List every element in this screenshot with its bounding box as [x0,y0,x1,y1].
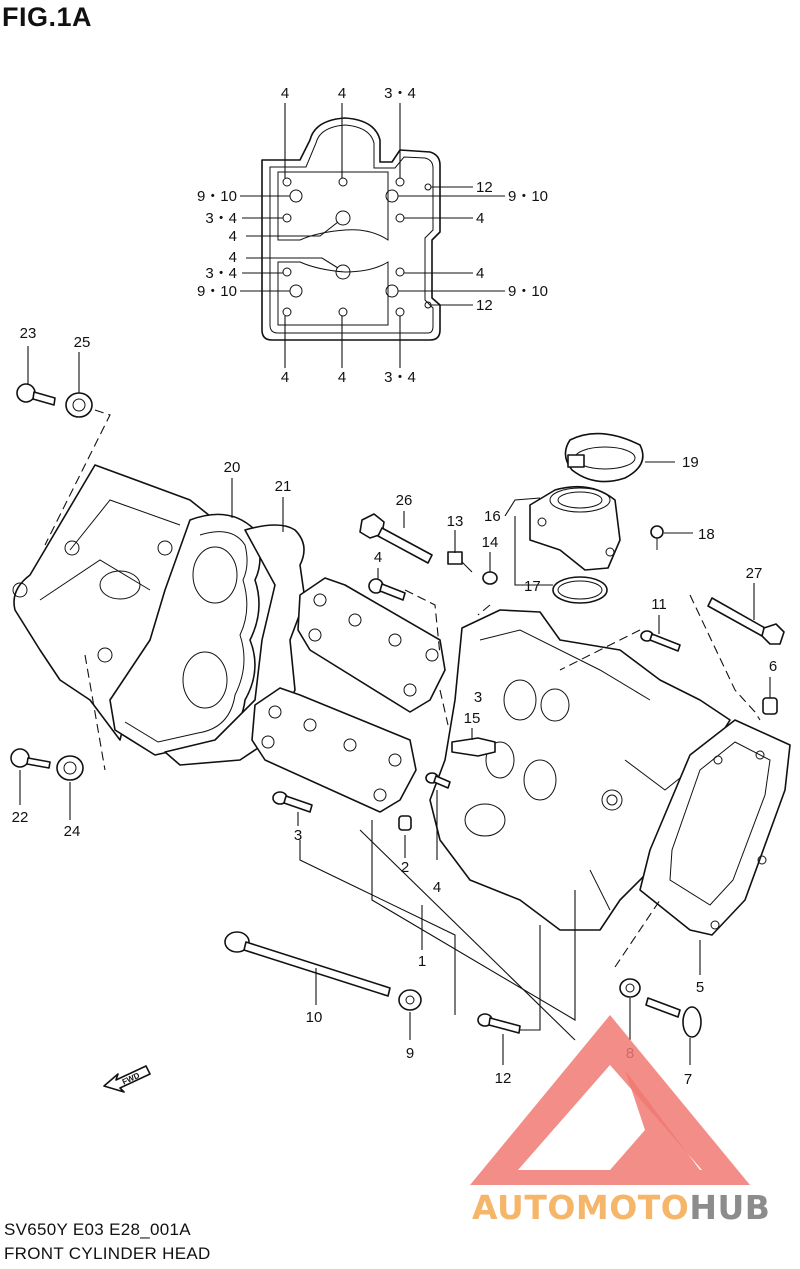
assembly-lines [44,409,761,968]
part-label-26: 26 [396,492,413,509]
washer-14 [482,571,498,585]
automotohub-logo [470,1015,750,1185]
part-label-4-upper: 4 [374,549,382,566]
dowel-6 [762,697,778,715]
camshaft-holder-lower [251,687,417,813]
caption-title: FRONT CYLINDER HEAD [4,1244,211,1263]
part-label-19: 19 [682,454,699,471]
part-label-25: 25 [74,334,91,351]
part-label-14: 14 [482,534,499,551]
washer-25 [65,392,93,418]
bolt-27 [707,597,785,645]
figure-title: FIG.1A [2,2,93,32]
bolt-4-lower [425,772,451,789]
part-label-10: 10 [306,1009,323,1026]
part-label-17: 17 [524,578,541,595]
seq-label-top-1: 4 [281,85,289,102]
seq-label-right-2: 9・10 [508,188,548,205]
part-label-24: 24 [64,823,81,840]
part-label-27: 27 [746,565,763,582]
figure-caption: SV650Y E03 E28_001A FRONT CYLINDER HEAD [4,1218,211,1266]
bolt-22 [10,748,51,769]
part-label-2: 2 [401,859,409,876]
part-label-11: 11 [651,596,667,613]
part-label-6: 6 [769,658,777,675]
wordmark-part2: HUB [689,1188,771,1227]
washer-9 [398,989,422,1011]
part-labels: 23 25 20 21 26 13 14 16 17 19 18 27 11 6… [12,325,778,1088]
intake-clamp [564,432,644,483]
part-label-4-lower: 4 [433,879,441,896]
bolt-7 [645,997,702,1038]
dowel-2 [398,815,412,831]
fwd-label: FWD [121,1071,142,1087]
part-label-3-upper: 3 [474,689,482,706]
part-label-9: 9 [406,1045,414,1062]
part-label-22: 22 [12,809,29,826]
seq-label-left-2: 3・4 [205,210,237,227]
o-ring [552,576,608,604]
part-label-5: 5 [696,979,704,996]
bolt-26 [359,513,433,564]
camshaft-holder-upper [297,577,446,713]
seq-label-left-6: 9・10 [197,283,237,300]
intake-pipe [529,485,621,571]
bolt-12 [477,1013,521,1034]
wordmark-part1: AUTOMOTO [472,1188,690,1227]
seq-label-left-4: 4 [229,249,237,266]
seq-label-bottom-3: 3・4 [384,369,416,386]
seq-label-top-3: 3・4 [384,85,416,102]
automotohub-wordmark: AUTOMOTOHUB [472,1188,770,1227]
part-label-20: 20 [224,459,241,476]
washer-8 [619,978,641,998]
bolt-11 [640,630,681,652]
seq-label-left-3: 4 [229,228,237,245]
part-label-15: 15 [464,710,481,727]
washer-24 [56,755,84,781]
caption-code: SV650Y E03 E28_001A [4,1220,191,1239]
seq-label-bottom-2: 4 [338,369,346,386]
screw-18 [650,525,664,550]
bolt-4-upper [368,578,406,601]
bolt-13 [447,551,473,573]
fwd-arrow-icon: FWD [103,1065,151,1093]
bolt-23 [16,383,56,406]
seq-label-right-5: 9・10 [508,283,548,300]
seq-label-right-3: 4 [476,210,484,227]
part-label-16: 16 [484,508,501,525]
leader-lines [19,346,771,1065]
seq-label-right-4: 4 [476,265,484,282]
seq-label-right-1: 12 [476,179,493,196]
seq-label-top-2: 4 [338,85,346,102]
part-label-18: 18 [698,526,715,543]
part-label-3-lower: 3 [294,827,302,844]
seq-label-left-1: 9・10 [197,188,237,205]
part-label-13: 13 [447,513,464,530]
tightening-sequence-diagram: 4 4 3・4 9・10 3・4 4 4 3・4 9・10 12 9・10 4 … [197,85,548,386]
bolt-10 [224,931,391,997]
seq-label-left-5: 3・4 [205,265,237,282]
part-label-12: 12 [495,1070,512,1087]
seq-label-right-6: 12 [476,297,493,314]
side-gasket [639,719,791,936]
seq-label-bottom-1: 4 [281,369,289,386]
spark-plug-15 [451,737,496,757]
part-label-7: 7 [684,1071,692,1088]
part-label-1: 1 [418,953,426,970]
bolt-3-lower [272,791,313,813]
part-label-23: 23 [20,325,37,342]
part-label-21: 21 [275,478,292,495]
